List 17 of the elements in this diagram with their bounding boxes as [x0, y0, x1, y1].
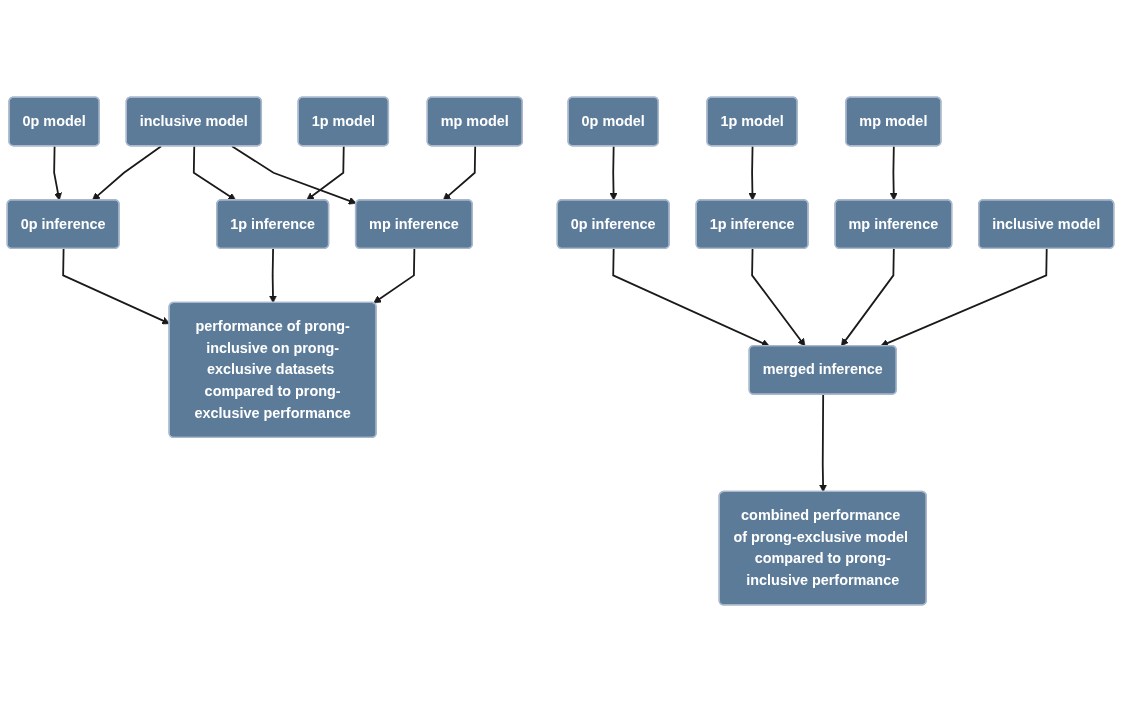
- arrow: [841, 247, 895, 347]
- arrow: [306, 145, 345, 201]
- arrow: [889, 145, 898, 201]
- arrow: [231, 145, 357, 205]
- arrow: [612, 247, 770, 347]
- arrow: [269, 247, 277, 304]
- arrow: [748, 145, 757, 201]
- arrow: [53, 145, 62, 201]
- arrow: [92, 145, 163, 201]
- arrow: [819, 393, 827, 493]
- arrow: [62, 247, 170, 325]
- arrow: [373, 247, 416, 304]
- arrow: [442, 145, 477, 201]
- arrow: [192, 145, 237, 201]
- arrow: [751, 247, 806, 347]
- arrow: [609, 145, 618, 201]
- arrow: [880, 247, 1048, 347]
